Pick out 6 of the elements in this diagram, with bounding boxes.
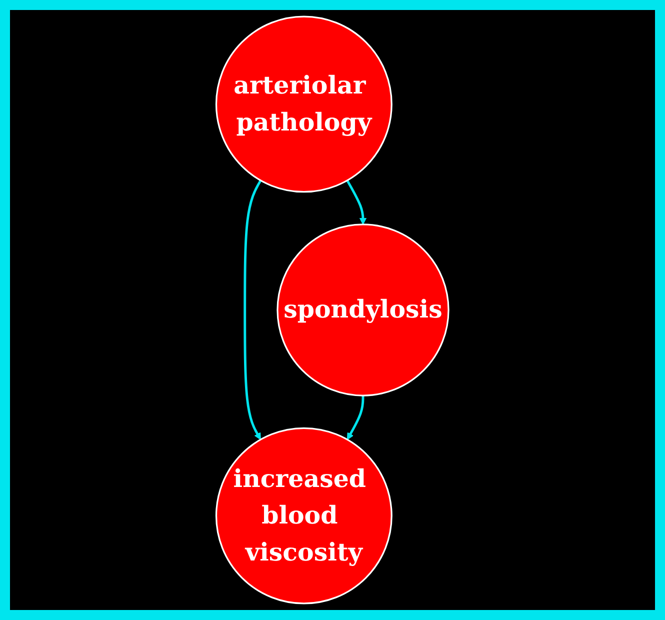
node-circle — [276, 224, 450, 396]
node-circle — [216, 427, 393, 604]
node-circle — [216, 16, 393, 193]
arrow — [347, 396, 364, 440]
arrow — [346, 180, 367, 225]
arrow — [244, 180, 262, 440]
